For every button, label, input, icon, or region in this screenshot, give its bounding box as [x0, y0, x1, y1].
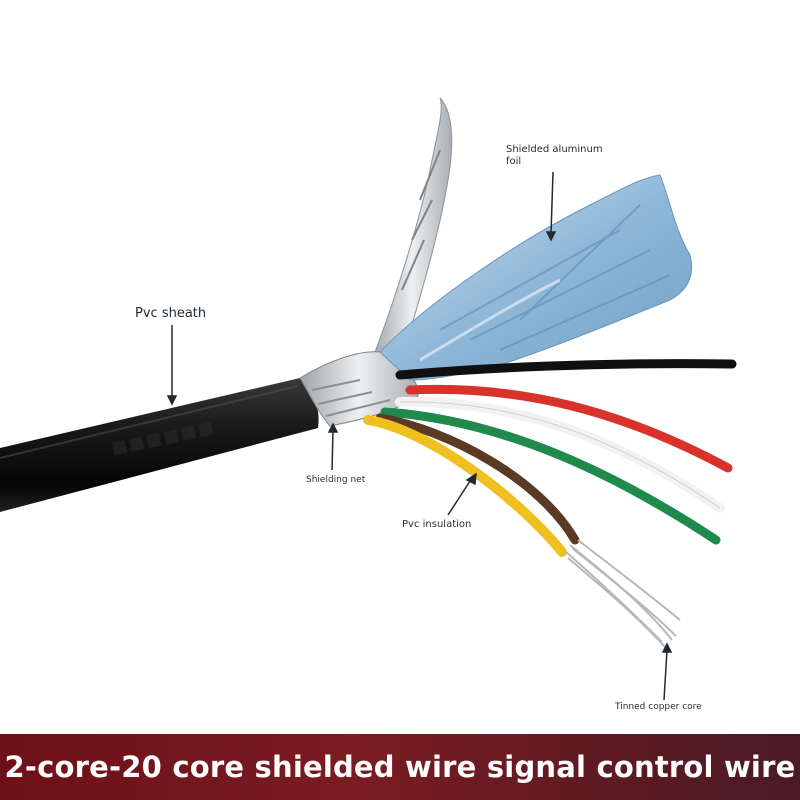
copper-strands: [565, 539, 681, 649]
banner-title: 2-core-20 core shielded wire signal cont…: [4, 750, 796, 784]
label-aluminum-foil: Shielded aluminum foil: [506, 144, 603, 167]
yellow-wire: [363, 415, 567, 557]
shield-twist-shape: [371, 97, 453, 371]
red-wire: [405, 384, 733, 473]
label-shielding-net: Shielding net: [306, 475, 366, 485]
pvc-sheath-shape: [0, 378, 319, 512]
brown-wire: [375, 413, 580, 545]
label-pvc-insulation: Pvc insulation: [402, 519, 472, 530]
title-banner: 2-core-20 core shielded wire signal cont…: [0, 734, 800, 800]
shielding-net-shape: [299, 351, 419, 427]
black-wire: [395, 359, 737, 380]
label-tinned-copper-core: Tinned copper core: [615, 702, 702, 712]
green-wire: [380, 407, 721, 545]
label-pvc-sheath: Pvc sheath: [135, 306, 207, 321]
